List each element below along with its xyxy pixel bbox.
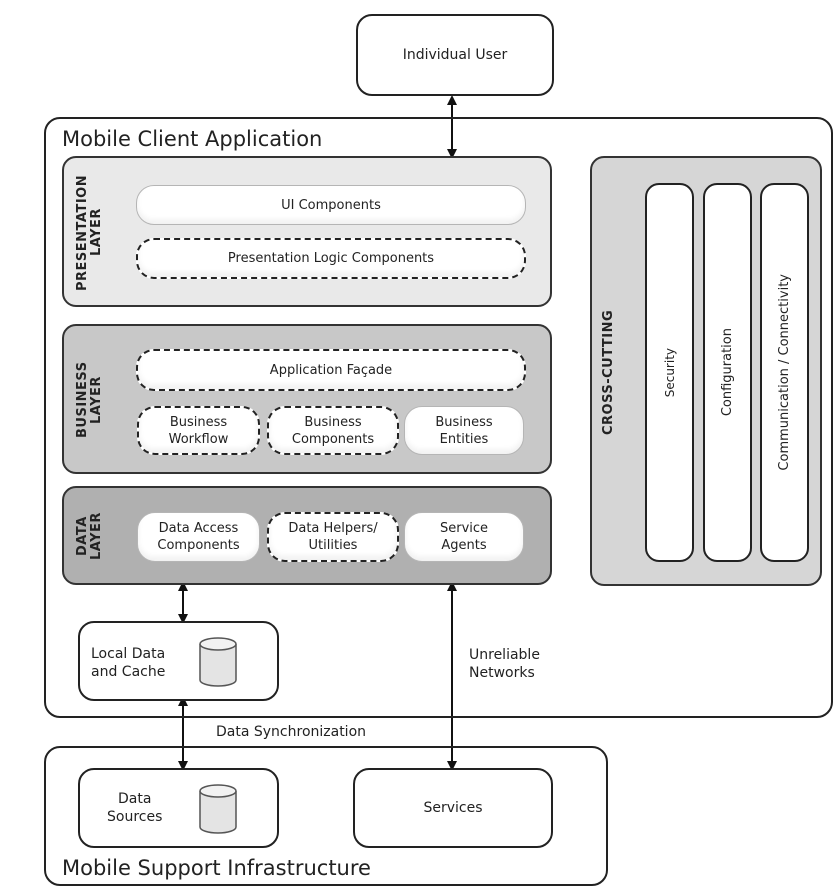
communication-connectivity-label: Communication / Connectivity xyxy=(777,274,792,471)
configuration-label: Configuration xyxy=(720,328,735,417)
presentation-logic-components: Presentation Logic Components xyxy=(136,238,526,279)
data-sources-label: Data Sources xyxy=(107,791,163,825)
communication-connectivity-column: Communication / Connectivity xyxy=(760,183,809,562)
services-label: Services xyxy=(423,800,483,816)
business-entities: Business Entities xyxy=(404,406,524,455)
business-components-label: Business Components xyxy=(291,414,375,447)
business-layer: BUSINESS LAYER Application Façade Busine… xyxy=(62,324,552,474)
cross-cutting: CROSS-CUTTING Security Configuration Com… xyxy=(590,156,822,586)
individual-user-box: Individual User xyxy=(356,14,554,96)
mobile-support-infrastructure: Mobile Support Infrastructure xyxy=(44,746,608,886)
local-data-and-cache: Local Data and Cache xyxy=(78,621,279,701)
service-agents-label: Service Agents xyxy=(439,521,489,553)
database-icon xyxy=(199,637,237,687)
data-helpers-utilities-label: Data Helpers/ Utilities xyxy=(288,521,378,553)
mobile-support-infrastructure-title: Mobile Support Infrastructure xyxy=(62,856,371,880)
presentation-logic-components-label: Presentation Logic Components xyxy=(227,251,435,266)
configuration-column: Configuration xyxy=(703,183,752,562)
presentation-layer: PRESENTATION LAYER UI Components Present… xyxy=(62,156,552,307)
cross-cutting-label: CROSS-CUTTING xyxy=(601,309,616,435)
mobile-client-application: Mobile Client Application xyxy=(44,117,833,718)
data-access-components-label: Data Access Components xyxy=(157,521,240,553)
business-components: Business Components xyxy=(267,406,399,455)
data-synchronization-label: Data Synchronization xyxy=(214,723,369,741)
individual-user-label: Individual User xyxy=(402,47,508,63)
data-helpers-utilities: Data Helpers/ Utilities xyxy=(267,512,399,562)
data-layer-label: DATA LAYER xyxy=(75,512,104,561)
business-layer-label: BUSINESS LAYER xyxy=(75,361,104,439)
application-facade-label: Application Façade xyxy=(269,362,393,378)
business-workflow-label: Business Workflow xyxy=(168,414,229,447)
presentation-layer-label: PRESENTATION LAYER xyxy=(75,174,104,291)
security-column: Security xyxy=(645,183,694,562)
database-icon xyxy=(199,784,237,834)
data-sources: Data Sources xyxy=(78,768,279,848)
ui-components-label: UI Components xyxy=(281,197,381,213)
data-access-components: Data Access Components xyxy=(137,512,260,562)
business-entities-label: Business Entities xyxy=(435,414,493,447)
business-workflow: Business Workflow xyxy=(137,406,260,455)
services-box: Services xyxy=(353,768,553,848)
local-data-and-cache-label: Local Data and Cache xyxy=(91,646,166,680)
service-agents: Service Agents xyxy=(404,512,524,562)
data-layer: DATA LAYER Data Access Components Data H… xyxy=(62,486,552,585)
mobile-client-application-title: Mobile Client Application xyxy=(62,127,323,151)
security-label: Security xyxy=(662,347,677,398)
unreliable-networks-label: Unreliable Networks xyxy=(469,647,540,681)
ui-components: UI Components xyxy=(136,185,526,225)
application-facade: Application Façade xyxy=(136,349,526,391)
